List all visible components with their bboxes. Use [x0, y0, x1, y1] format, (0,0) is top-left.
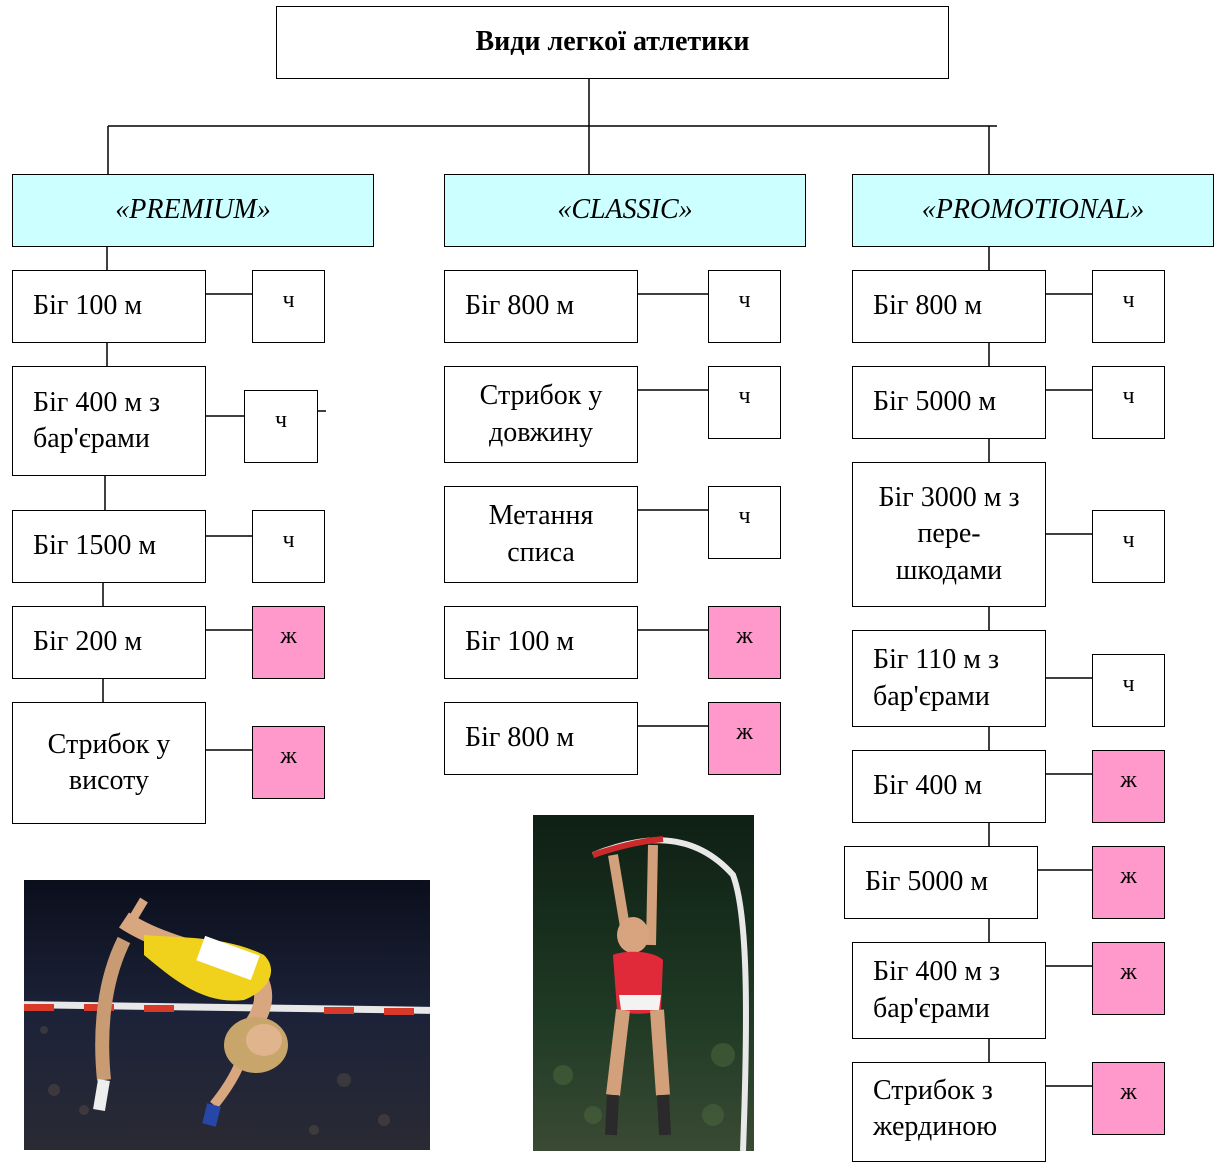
event-box: Стрибок з жердиною [852, 1062, 1046, 1162]
event-box: Біг 110 м з бар'єрами [852, 630, 1046, 727]
event-box: Біг 5000 м [852, 366, 1046, 439]
event-label: Метання списа [488, 500, 594, 568]
event-label: Біг 100 м [33, 290, 143, 322]
event-box: Біг 100 м [444, 606, 638, 679]
event-box: Біг 800 м [852, 270, 1046, 343]
event-label: Стрибок у довжину [479, 380, 603, 448]
event-box: Стрибок у висоту [12, 702, 206, 824]
event-box: Біг 800 м [444, 270, 638, 343]
gender-tag-female: ж [708, 606, 781, 679]
high-jump-photo [24, 880, 430, 1150]
event-box: Стрибок у довжину [444, 366, 638, 463]
gender-tag-female: ж [252, 606, 325, 679]
gender-tag-male: ч [1092, 366, 1165, 439]
event-label: Біг 800 м [873, 290, 983, 322]
event-label: Біг 400 м з бар'єрами [33, 386, 161, 454]
event-label: Біг 800 м [465, 722, 575, 754]
gender-tag-female: ж [1092, 750, 1165, 823]
gender-tag-male: ч [244, 390, 318, 463]
event-box: Біг 1500 м [12, 510, 206, 583]
gender-tag-male: ч [1092, 510, 1165, 583]
gender-tag-male: ч [1092, 654, 1165, 727]
event-label: Біг 110 м з бар'єрами [873, 644, 1000, 712]
event-box: Біг 100 м [12, 270, 206, 343]
event-label: Біг 100 м [465, 626, 575, 658]
pole-vault-photo [533, 815, 754, 1151]
event-box: Біг 400 м з бар'єрами [852, 942, 1046, 1039]
diagram-title: Види легкої атлетики [276, 6, 949, 79]
gender-tag-female: ж [252, 726, 325, 799]
event-box: Біг 400 м [852, 750, 1046, 823]
gender-tag-female: ж [708, 702, 781, 775]
gender-tag-female: ж [1092, 942, 1165, 1015]
event-label: Біг 400 м з бар'єрами [873, 956, 1001, 1024]
event-label: Біг 200 м [33, 626, 143, 658]
event-box: Біг 400 м з бар'єрами [12, 366, 206, 476]
event-label: Біг 3000 м з пере-шкодами [878, 481, 1020, 586]
gender-tag-male: ч [708, 270, 781, 343]
event-label: Стрибок з жердиною [873, 1075, 998, 1143]
event-label: Біг 5000 м [865, 866, 989, 898]
gender-tag-male: ч [1092, 270, 1165, 343]
event-label: Біг 1500 м [33, 530, 157, 562]
event-box: Біг 5000 м [844, 846, 1038, 919]
gender-tag-male: ч [252, 270, 325, 343]
gender-tag-female: ж [1092, 1062, 1165, 1135]
event-label: Біг 400 м [873, 770, 983, 802]
category-premium: «PREMIUM» [12, 174, 374, 247]
gender-tag-male: ч [708, 486, 781, 559]
event-label: Стрибок у висоту [47, 728, 171, 796]
gender-tag-female: ж [1092, 846, 1165, 919]
gender-tag-male: ч [708, 366, 781, 439]
event-box: Біг 800 м [444, 702, 638, 775]
category-promotional: «PROMOTIONAL» [852, 174, 1214, 247]
event-label: Біг 800 м [465, 290, 575, 322]
event-box: Метання списа [444, 486, 638, 583]
category-classic: «CLASSIC» [444, 174, 806, 247]
event-box: Біг 200 м [12, 606, 206, 679]
event-box: Біг 3000 м з пере-шкодами [852, 462, 1046, 607]
event-label: Біг 5000 м [873, 386, 997, 418]
gender-tag-male: ч [252, 510, 325, 583]
